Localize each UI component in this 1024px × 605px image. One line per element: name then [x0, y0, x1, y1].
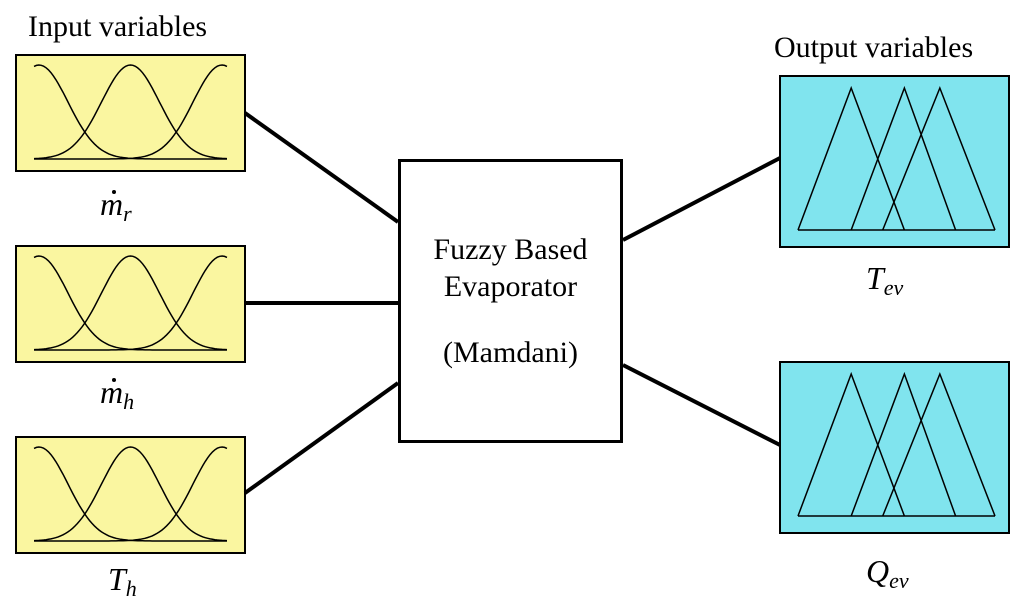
input-label-mr: mr	[100, 188, 132, 225]
output-box-tev	[779, 75, 1010, 248]
subscript-ev: ev	[883, 275, 904, 300]
connector-engine-to-qev	[622, 363, 781, 447]
output-label-tev: Tev	[866, 262, 903, 299]
gaussian-membership-curve	[34, 64, 228, 160]
output-box-qev	[779, 361, 1010, 534]
subscript-ev: ev	[889, 568, 909, 593]
gaussian-membership-curve	[33, 255, 228, 351]
gaussian-membership-curve	[34, 446, 228, 542]
output-membership-triangles-qev	[797, 371, 996, 517]
input-box-th	[15, 436, 246, 554]
input-box-mh	[15, 245, 246, 363]
symbol-m-dot: m	[100, 186, 124, 222]
subscript-h: h	[123, 389, 135, 414]
triangular-membership-function	[882, 371, 996, 517]
subscript-r: r	[123, 201, 132, 226]
output-label-qev: Qev	[866, 555, 909, 592]
input-membership-curves-mr	[33, 64, 228, 160]
input-membership-curves-th	[33, 446, 228, 542]
connector-th-to-engine	[243, 381, 400, 495]
output-variables-heading: Output variables	[774, 31, 974, 64]
symbol-t: T	[108, 561, 126, 597]
symbol-t: T	[866, 260, 884, 296]
input-label-mh: mh	[100, 376, 134, 413]
gaussian-membership-curve	[33, 64, 228, 160]
input-label-th: Th	[108, 563, 137, 600]
triangular-membership-function	[850, 371, 957, 517]
engine-title-line1: Fuzzy Based	[433, 232, 588, 266]
gaussian-membership-curve	[34, 255, 228, 351]
gaussian-membership-curve	[33, 446, 228, 542]
connector-engine-to-tev	[622, 156, 781, 242]
input-membership-curves-mh	[33, 255, 228, 351]
subscript-h: h	[125, 576, 137, 601]
fuzzy-engine-box: Fuzzy Based Evaporator (Mamdani)	[398, 159, 623, 443]
output-membership-triangles-tev	[797, 85, 996, 231]
input-variables-heading: Input variables	[28, 10, 208, 43]
triangular-membership-function	[797, 371, 906, 517]
connector-mr-to-engine	[243, 111, 400, 224]
symbol-m-dot: m	[100, 374, 124, 410]
engine-type: (Mamdani)	[443, 335, 578, 369]
triangular-membership-function	[882, 85, 996, 231]
triangular-membership-function	[850, 85, 957, 231]
triangular-membership-function	[797, 85, 906, 231]
input-box-mr	[15, 54, 246, 172]
engine-title-line2: Evaporator	[443, 270, 578, 304]
symbol-q: Q	[866, 553, 890, 589]
